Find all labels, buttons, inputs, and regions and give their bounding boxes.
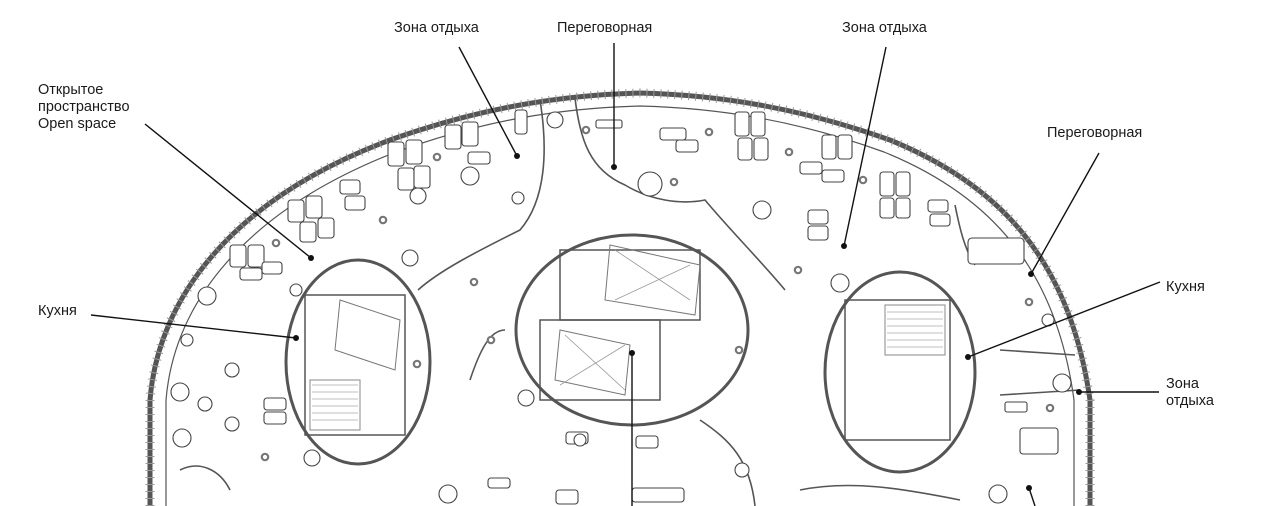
label-lounge-left: Зона отдыха xyxy=(394,20,479,36)
marker-lounge-left xyxy=(514,153,520,159)
marker-bottom-right xyxy=(1026,485,1032,491)
label-meeting-top: Переговорная xyxy=(557,20,653,36)
marker-kitchen-left xyxy=(293,335,299,341)
outer-facade xyxy=(145,88,1095,506)
label-lounge-right: Зона отдыха xyxy=(1166,376,1214,410)
label-open-space-ru-line1: Открытое xyxy=(38,82,104,98)
furniture xyxy=(170,109,1072,505)
marker-open-space xyxy=(308,255,314,261)
label-lounge-right-top: Зона отдыха xyxy=(842,20,927,36)
plants xyxy=(260,125,1055,462)
leader-kitchen-left xyxy=(90,314,297,339)
marker-kitchen-right xyxy=(965,354,971,360)
label-open-space-ru-line2: пространство xyxy=(38,99,130,115)
label-lounge-right-line2: отдыха xyxy=(1166,393,1214,409)
label-kitchen-right: Кухня xyxy=(1166,279,1205,295)
right-core xyxy=(823,270,977,474)
marker-lounge-right xyxy=(1076,389,1082,395)
label-meeting-right: Переговорная xyxy=(1047,125,1143,141)
label-lounge-right-line1: Зона xyxy=(1166,376,1199,392)
leader-open-space xyxy=(144,123,312,259)
leader-lines xyxy=(90,43,1161,506)
marker-central-core xyxy=(629,350,635,356)
leader-lounge-right-top xyxy=(843,46,887,247)
left-core xyxy=(284,258,432,466)
leader-bottom-right xyxy=(1028,487,1036,506)
leader-lounge-left xyxy=(458,46,518,157)
marker-meeting-right xyxy=(1028,271,1034,277)
marker-meeting-top xyxy=(611,164,617,170)
leader-meeting-right xyxy=(1030,152,1100,275)
marker-lounge-right-top xyxy=(841,243,847,249)
label-kitchen-left: Кухня xyxy=(38,303,77,319)
leader-kitchen-right xyxy=(967,281,1161,358)
label-open-space-en: Open space xyxy=(38,116,117,132)
label-open-space: Открытое пространство Open space xyxy=(38,82,130,133)
